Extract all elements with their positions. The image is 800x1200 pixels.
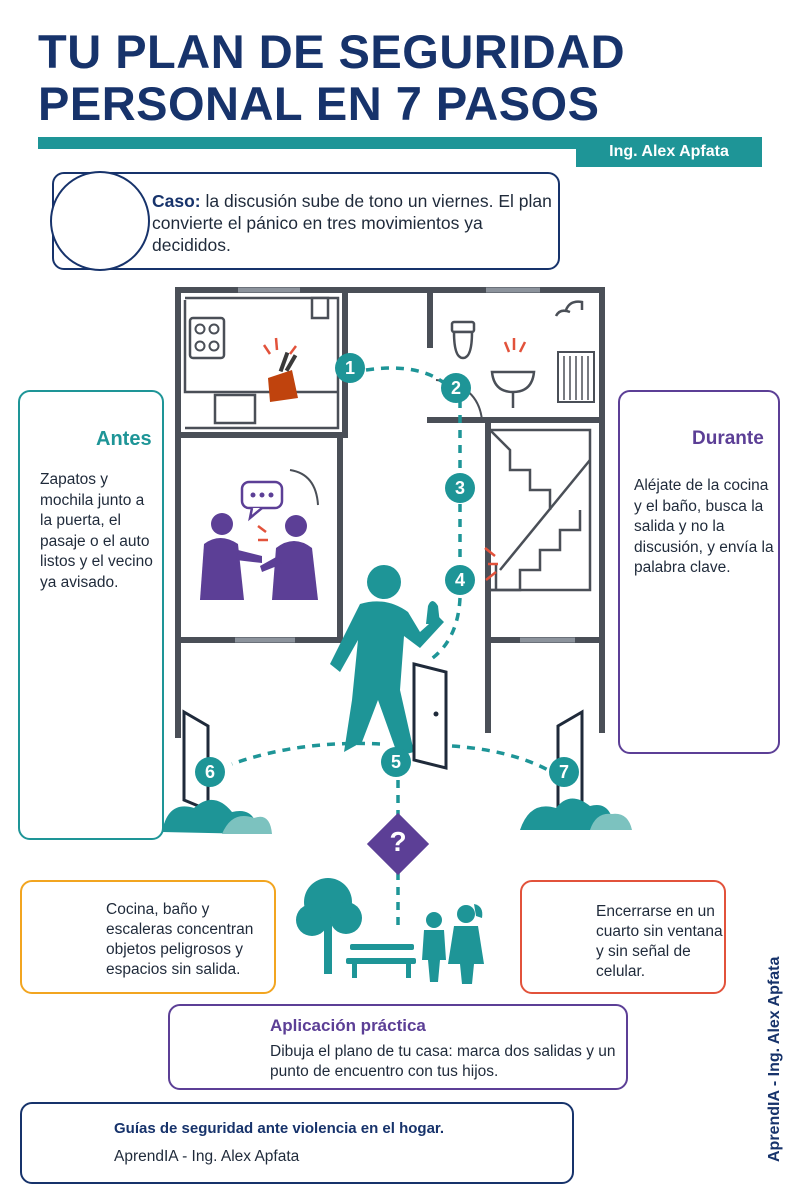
guide-box xyxy=(20,1102,574,1184)
avoid-text: Encerrarse en un cuarto sin ventana y si… xyxy=(596,903,723,980)
step-marker-5: 5 xyxy=(381,747,411,777)
antes-box xyxy=(18,390,164,840)
case-description: la discusión sube de tono un viernes. El… xyxy=(152,191,552,255)
meeting-point-question-icon xyxy=(366,812,430,876)
warning-box xyxy=(20,880,276,994)
practice-text: Dibuja el plano de tu casa: marca dos sa… xyxy=(270,1043,616,1080)
durante-box xyxy=(618,390,780,754)
side-credit: AprendIA - Ing. Alex Apfata xyxy=(766,956,783,1162)
arguing-people-icon xyxy=(200,513,318,600)
toilet-icon xyxy=(450,320,476,360)
avoid-box xyxy=(520,880,726,994)
case-text: Caso: la discusión sube de tono un viern… xyxy=(152,190,552,256)
step-marker-3: 3 xyxy=(445,473,475,503)
children-icon xyxy=(422,904,484,984)
step-marker-6: 6 xyxy=(195,757,225,787)
stairs-icon xyxy=(484,428,592,592)
practice-title: Aplicación práctica xyxy=(270,1016,426,1035)
page-title: TU PLAN DE SEGURIDAD PERSONAL EN 7 PASOS xyxy=(38,26,625,130)
knife-block-icon xyxy=(262,337,298,402)
guide-title: Guías de seguridad ante violencia en el … xyxy=(114,1120,445,1137)
walking-person-icon xyxy=(330,565,444,756)
step-marker-2: 2 xyxy=(441,373,471,403)
warning-text: Cocina, baño y escaleras concentran obje… xyxy=(106,901,254,978)
shower-icon xyxy=(554,300,595,403)
case-label: Caso: xyxy=(152,191,201,211)
tree-icon xyxy=(296,878,362,974)
guide-subtitle: AprendIA - Ing. Alex Apfata xyxy=(114,1148,300,1165)
sink-icon xyxy=(490,338,536,408)
escape-route xyxy=(231,366,549,930)
durante-title: Durante xyxy=(692,428,764,449)
antes-title: Antes xyxy=(96,428,152,450)
practice-box xyxy=(168,1004,628,1090)
bushes xyxy=(162,798,632,834)
step-marker-4: 4 xyxy=(445,565,475,595)
case-icon-circle xyxy=(50,171,150,271)
antes-text: Zapatos y mochila junto a la puerta, el … xyxy=(40,471,153,591)
durante-text: Aléjate de la cocina y el baño, busca la… xyxy=(634,477,774,576)
step-marker-7: 7 xyxy=(549,757,579,787)
stove-icon xyxy=(188,316,226,360)
author-tag: Ing. Alex Apfata xyxy=(576,137,762,167)
bench-icon xyxy=(346,944,416,978)
speech-bubble-icon xyxy=(240,480,284,542)
title-line-2: PERSONAL EN 7 PASOS xyxy=(38,77,600,130)
step-marker-1: 1 xyxy=(335,353,365,383)
question-mark: ? xyxy=(389,826,407,857)
title-line-1: TU PLAN DE SEGURIDAD xyxy=(38,25,626,78)
front-door xyxy=(412,662,448,770)
